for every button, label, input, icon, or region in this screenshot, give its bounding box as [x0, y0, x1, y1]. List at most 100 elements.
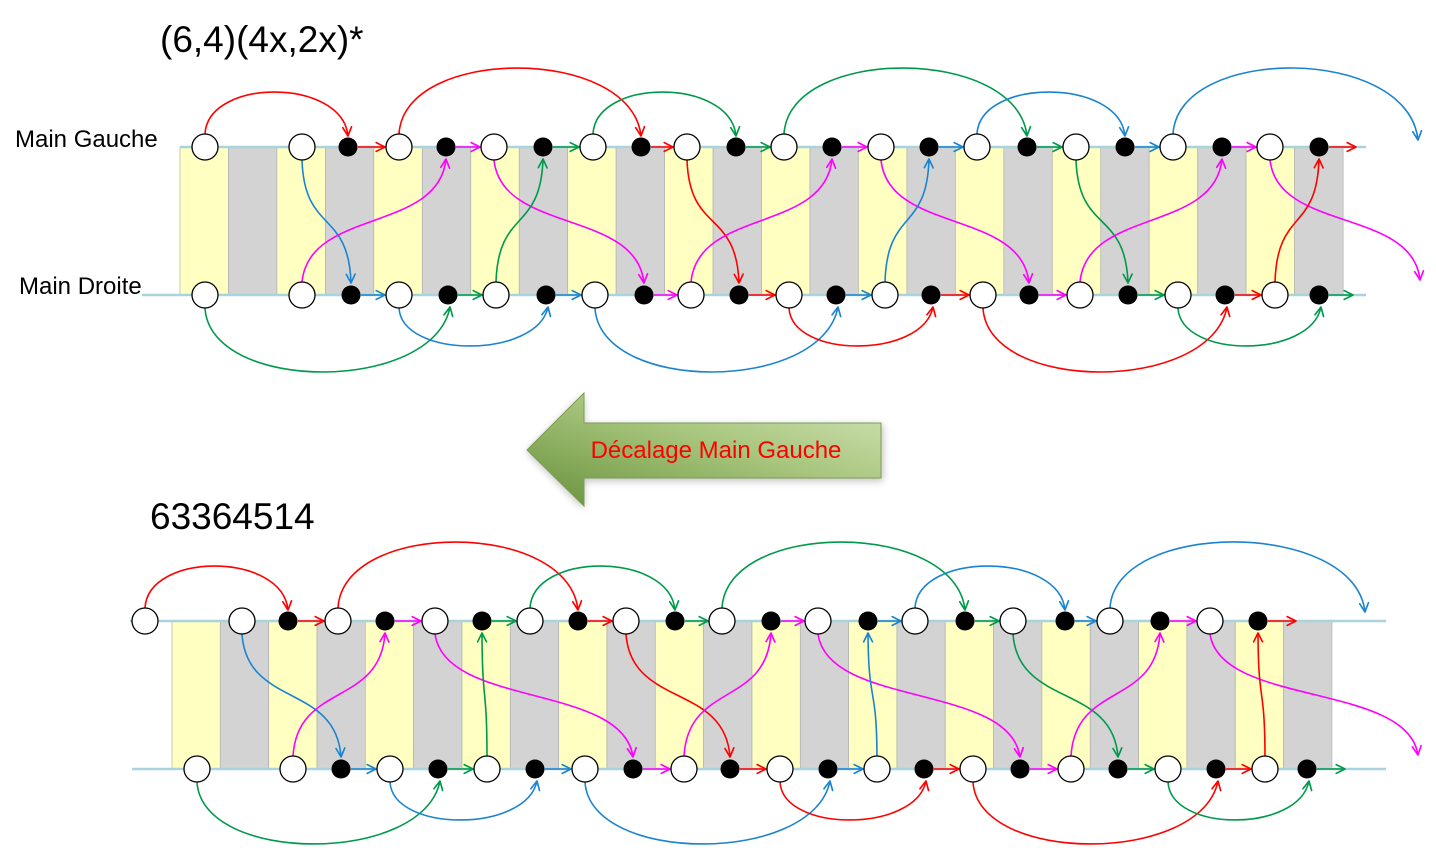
beat-stripe-gray	[1003, 146, 1053, 296]
ladder-pattern-top	[142, 67, 1425, 373]
crossing-throw-magenta	[683, 632, 776, 757]
right-hand-catch-node	[914, 759, 934, 779]
beat-stripe-gray	[421, 146, 472, 296]
shift-arrow	[526, 391, 883, 509]
beat-stripe-yellow	[1245, 146, 1295, 296]
right-hand-catch-node	[729, 285, 749, 305]
right-hand-throw-node	[863, 755, 891, 783]
right-hand-catch-node	[826, 285, 846, 305]
crossing-throw-magenta	[434, 633, 637, 758]
right-hand-catch-node	[1297, 759, 1317, 779]
right-hand-throw-node	[473, 755, 501, 783]
right-hand-catch-node	[1108, 759, 1128, 779]
right-hand-catch-node	[623, 759, 643, 779]
beat-stripe-yellow	[364, 620, 414, 770]
right-hand-catch-node	[428, 759, 448, 779]
right-hand-throw-node	[581, 281, 609, 309]
right-hand-catch-node	[525, 759, 545, 779]
crossing-throw-magenta	[817, 633, 1024, 758]
crossing-throw-green	[1012, 633, 1123, 758]
beat-stripe-yellow	[1148, 146, 1199, 296]
right-hand-label: Main Droite	[19, 273, 142, 300]
left-hand-catch-node	[338, 137, 358, 157]
siteswap-title: 63364514	[150, 496, 315, 537]
right-hand-throw-node	[482, 281, 510, 309]
left-hand-catch-node	[1017, 137, 1037, 157]
ball-paths	[144, 541, 1422, 845]
left-hand-catch-node	[665, 611, 685, 631]
beat-stripe-yellow	[1138, 620, 1188, 770]
crossing-throw-blue	[301, 159, 356, 284]
left-hand-throw-node	[867, 133, 895, 161]
right-hand-throw-node	[288, 281, 316, 309]
hold-arrows	[358, 141, 1357, 301]
left-hand-throw-node	[191, 133, 219, 161]
left-hand-catch-node	[568, 611, 588, 631]
crossing-throw-blue	[862, 632, 878, 757]
left-hand-throw-node	[324, 607, 352, 635]
left-hand-throw-node	[1256, 133, 1284, 161]
left-hand-throw-node	[228, 607, 256, 635]
right-hand-catch-node	[341, 285, 361, 305]
left-hand-throw-node	[1159, 133, 1187, 161]
throw-arc-blue	[594, 306, 842, 373]
left-hand-catch-node	[1150, 611, 1170, 631]
beat-stripe-yellow	[654, 620, 704, 770]
beat-stripe-gray	[896, 620, 946, 770]
beat-stripe-yellow	[558, 620, 608, 770]
crossing-throw-red	[625, 633, 735, 758]
crossing-throw-red	[1252, 632, 1266, 757]
hold-arrows	[298, 615, 1346, 775]
throw-arc-green	[1177, 306, 1325, 347]
crossing-throw-green	[1075, 159, 1133, 284]
left-hand-label: Main Gauche	[15, 126, 158, 153]
left-hand-catch-node	[631, 137, 651, 157]
beat-stripe-gray	[1197, 146, 1247, 296]
beat-stripe-gray	[615, 146, 665, 296]
right-hand-throw-node	[1057, 755, 1085, 783]
left-hand-catch-node	[726, 137, 746, 157]
crossing-throw-green	[476, 632, 488, 757]
left-hand-throw-node	[1062, 133, 1090, 161]
left-hand-throw-node	[516, 607, 544, 635]
left-hand-catch-node	[858, 611, 878, 631]
right-hand-catch-node	[331, 759, 351, 779]
beat-stripe-yellow	[955, 146, 1005, 296]
beat-stripe-yellow	[1234, 620, 1284, 770]
ladder-pattern-bottom	[130, 541, 1422, 845]
left-hand-throw-node	[288, 133, 316, 161]
right-hand-throw-node	[1164, 281, 1192, 309]
beat-stripe-gray	[228, 146, 278, 296]
right-hand-throw-node	[571, 755, 599, 783]
beat-stripes	[171, 620, 1333, 770]
throw-arc-green	[196, 780, 444, 845]
beat-stripe-gray	[1186, 620, 1236, 770]
right-hand-throw-node	[1154, 755, 1182, 783]
right-hand-throw-node	[775, 281, 803, 309]
throw-arc-blue	[976, 91, 1130, 137]
ball-paths	[204, 67, 1425, 373]
left-hand-throw-node	[770, 133, 798, 161]
beat-stripe-gray	[606, 620, 656, 770]
left-hand-catch-node	[436, 137, 456, 157]
throw-arc-red	[337, 541, 583, 611]
crossing-throw-magenta	[690, 158, 837, 283]
beat-stripe-yellow	[944, 620, 994, 770]
left-hand-catch-node	[1248, 611, 1268, 631]
crossing-throw-magenta	[493, 159, 649, 284]
right-hand-throw-node	[670, 755, 698, 783]
beat-stripe-yellow	[179, 146, 229, 296]
beat-stripe-yellow	[373, 146, 423, 296]
beat-stripes	[179, 146, 1344, 296]
right-hand-catch-node	[536, 285, 556, 305]
throw-arc-blue	[914, 565, 1070, 611]
beat-stripe-yellow	[276, 146, 326, 296]
left-hand-throw-node	[612, 607, 640, 635]
left-hand-throw-node	[708, 607, 736, 635]
left-hand-throw-node	[1096, 607, 1124, 635]
right-hand-catch-node	[720, 759, 740, 779]
right-hand-catch-node	[1118, 285, 1138, 305]
right-hand-throw-node	[376, 755, 404, 783]
left-hand-throw-node	[131, 607, 159, 635]
left-hand-catch-node	[278, 611, 298, 631]
